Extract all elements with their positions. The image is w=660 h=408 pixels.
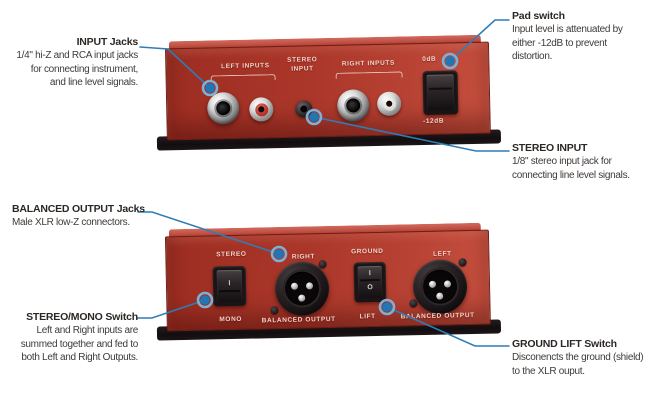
callout-dots: [196, 52, 459, 316]
callout-line: 1/4" hi-Z and RCA input jacks: [16, 50, 138, 61]
leader-pad-switch: [449, 19, 510, 62]
callout-ground-lift-switch: GROUND LIFT Switch Disconencts the groun…: [512, 338, 660, 378]
callout-line: and line level signals.: [49, 77, 138, 88]
callout-line: both Left and Right Outputs.: [21, 352, 138, 363]
callout-title: BALANCED OUTPUT Jacks: [12, 203, 145, 215]
callout-title: GROUND LIFT Switch: [512, 338, 617, 350]
callout-title: Pad switch: [512, 10, 565, 22]
callout-dot-stereo-mono: [196, 291, 214, 309]
callout-line: Left and Right inputs are: [36, 325, 139, 336]
callout-line: Input level is attenuated by: [512, 24, 623, 35]
callout-title: STEREO INPUT: [512, 142, 588, 154]
callout-title: INPUT Jacks: [76, 36, 139, 48]
callout-line: connecting line level signals.: [512, 169, 630, 181]
leader-input-jacks: [139, 46, 211, 89]
callout-line: distortion.: [512, 51, 553, 62]
callout-dot-balanced-output: [270, 245, 288, 263]
leader-stereo-mono: [137, 299, 206, 319]
callout-line: Male XLR low-Z connectors.: [12, 217, 130, 228]
callout-line: for connecting instrument,: [30, 63, 139, 75]
callout-input-jacks: INPUT Jacks 1/4" hi-Z and RCA input jack…: [6, 36, 138, 90]
callout-stereo-input: STEREO INPUT 1/8" stereo input jack for …: [512, 142, 658, 182]
callout-line: either -12dB to prevent: [512, 37, 607, 49]
callout-dot-ground-lift: [378, 298, 396, 316]
callout-pad-switch: Pad switch Input level is attenuated by …: [512, 10, 658, 64]
callout-balanced-output-jacks: BALANCED OUTPUT Jacks Male XLR low-Z con…: [12, 203, 162, 230]
callout-dot-input-jacks: [201, 79, 219, 97]
callout-line: summed together and fed to: [20, 338, 139, 350]
callout-line: 1/8" stereo input jack for: [512, 156, 612, 167]
callout-title: STEREO/MONO Switch: [26, 311, 138, 323]
callout-line: Disconencts the ground (shield): [512, 352, 644, 363]
leader-balanced-output: [137, 211, 280, 255]
callout-dot-pad-switch: [441, 52, 459, 70]
callout-stereo-mono-switch: STEREO/MONO Switch Left and Right inputs…: [4, 311, 139, 365]
leader-stereo-input: [313, 116, 510, 152]
callout-line: to the XLR ouput.: [512, 365, 585, 377]
callout-dot-stereo-input: [305, 108, 323, 126]
leader-ground-lift: [386, 306, 510, 347]
